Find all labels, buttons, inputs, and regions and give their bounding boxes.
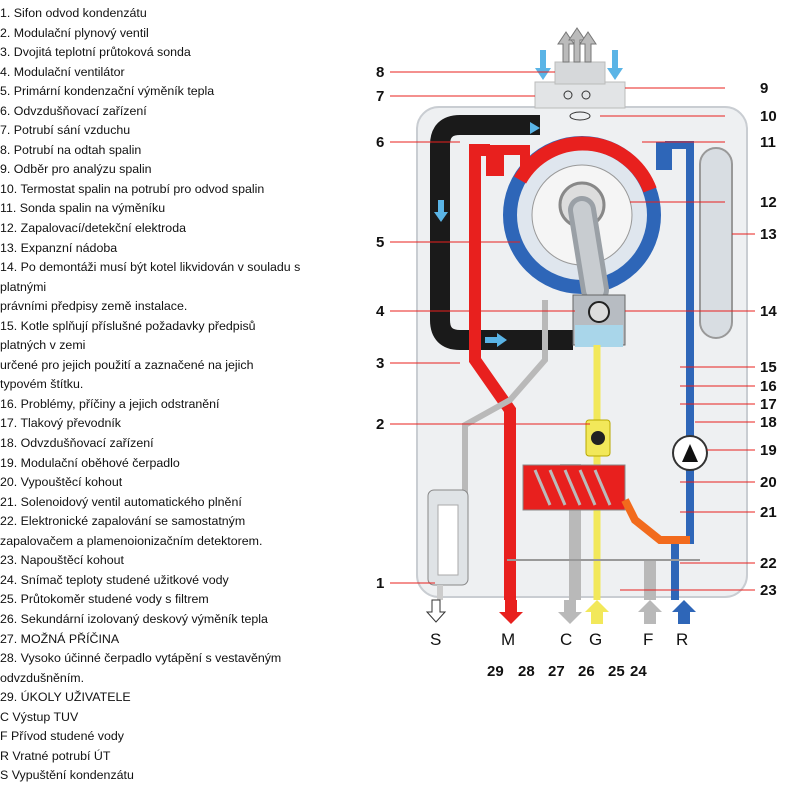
legend-item: 2. Modulační plynový ventil: [0, 25, 149, 40]
legend-item: 3. Dvojitá teplotní průtoková sonda: [0, 45, 191, 60]
legend-item: 13. Expanzní nádoba: [0, 240, 118, 255]
callout-5: 5: [376, 234, 384, 251]
legend-item: právními předpisy země instalace.: [0, 299, 188, 314]
legend-item: 20. Vypouštěcí kohout: [0, 475, 123, 490]
connection-G: G: [589, 630, 602, 649]
callout-2: 2: [376, 416, 384, 433]
callout-13: 13: [760, 226, 777, 243]
legend-item: 22. Elektronické zapalování se samostatn…: [0, 514, 246, 529]
legend-item: 24. Snímač teploty studené užitkové vody: [0, 572, 229, 587]
callout-8: 8: [376, 64, 384, 81]
callout-9: 9: [760, 80, 768, 97]
legend-item: 19. Modulační oběhové čerpadlo: [0, 455, 180, 470]
legend-item: 23. Napouštěcí kohout: [0, 553, 124, 568]
callout-4: 4: [376, 303, 385, 320]
legend-item: 27. MOŽNÁ PŘÍČINA: [0, 631, 120, 646]
legend-item: typovém štítku.: [0, 377, 84, 392]
legend-item: 4. Modulační ventilátor: [0, 64, 125, 79]
callout-24: 24: [630, 663, 647, 680]
callout-10: 10: [760, 108, 777, 125]
callout-26: 26: [578, 663, 595, 680]
legend-item: 28. Vysoko účinné čerpadlo vytápění s ve…: [0, 651, 282, 666]
flue-terminal: [534, 81, 626, 109]
legend-item: 18. Odvzdušňovací zařízení: [0, 436, 154, 451]
legend-item: S Vypuštění kondenzátu: [0, 768, 134, 783]
callout-17: 17: [760, 396, 777, 413]
connection-S: S: [430, 630, 441, 649]
legend-item: 29. ÚKOLY UŽIVATELE: [0, 690, 131, 705]
callout-21: 21: [760, 504, 777, 521]
legend-item: platných v zemi: [0, 338, 86, 353]
callout-1: 1: [376, 575, 384, 592]
legend-item: 9. Odběr pro analýzu spalin: [0, 162, 152, 177]
legend-item: 5. Primární kondenzační výměník tepla: [0, 84, 215, 99]
legend-item: odvzdušněním.: [0, 670, 85, 685]
connection-M: M: [501, 630, 515, 649]
callout-11: 11: [760, 134, 776, 151]
connection-F: F: [643, 630, 653, 649]
dhw-pipe: [462, 300, 548, 500]
callout-19: 19: [760, 442, 777, 459]
legend-item: 1. Sifon odvod kondenzátu: [0, 6, 147, 20]
connection-C: C: [560, 630, 572, 649]
legend-item: 15. Kotle splňují příslušné požadavky př…: [0, 318, 256, 333]
callout-6: 6: [376, 134, 384, 151]
boiler-diagram: S M C G F R 8 7 6 5 4 3 2 1 9 10 11: [376, 27, 777, 680]
callout-25: 25: [608, 663, 625, 680]
legend-list: 1. Sifon odvod kondenzátu 2. Modulační pl…: [0, 4, 368, 786]
callout-16: 16: [760, 378, 777, 395]
legend-item: 17. Tlakový převodník: [0, 416, 121, 431]
flue-pipe: [430, 115, 573, 350]
callout-29: 29: [487, 663, 504, 680]
flue-collar: [554, 61, 606, 85]
legend-item: 7. Potrubí sání vzduchu: [0, 123, 131, 138]
legend-item: 16. Problémy, příčiny a jejich odstraněn…: [0, 396, 220, 411]
legend-item: 26. Sekundární izolovaný deskový výměník…: [0, 611, 268, 626]
legend-item: platnými: [0, 279, 47, 294]
callout-18: 18: [760, 414, 777, 431]
callout-22: 22: [760, 555, 777, 572]
callout-20: 20: [760, 474, 777, 491]
legend-item: 21. Solenoidový ventil automatického pln…: [0, 494, 242, 509]
legend-item: 14. Po demontáži musí být kotel likvidov…: [0, 260, 301, 275]
legend-item: C Výstup TUV: [0, 709, 79, 724]
callout-14: 14: [760, 303, 777, 320]
callout-27: 27: [548, 663, 565, 680]
legend-item: F Přívod studené vody: [0, 729, 124, 744]
exhaust-arrows: [557, 27, 597, 63]
flow-pipe: [469, 144, 516, 600]
legend-item: zapalovačem a plamenoionizačním detektor…: [0, 533, 263, 548]
legend-item: 12. Zapalovací/detekční elektroda: [0, 221, 186, 236]
legend-item: 6. Odvzdušňovací zařízení: [0, 103, 147, 118]
connection-R: R: [676, 630, 688, 649]
expansion-vessel: [699, 147, 733, 339]
callout-23: 23: [760, 582, 777, 599]
legend-item: 10. Termostat spalin na potrubí pro odvo…: [0, 181, 265, 196]
callout-12: 12: [760, 194, 777, 211]
legend-item: 25. Průtokoměr studené vody s filtrem: [0, 592, 209, 607]
callout-7: 7: [376, 88, 384, 105]
legend-item: 8. Potrubí na odtah spalin: [0, 142, 142, 157]
legend-item: 11. Sonda spalin na výměníku: [0, 201, 166, 216]
callout-28: 28: [518, 663, 535, 680]
callout-3: 3: [376, 355, 384, 372]
legend-item: určené pro jejich použití a zaznačené na…: [0, 357, 254, 372]
legend-item: R Vratné potrubí ÚT: [0, 748, 111, 763]
callout-15: 15: [760, 359, 777, 376]
